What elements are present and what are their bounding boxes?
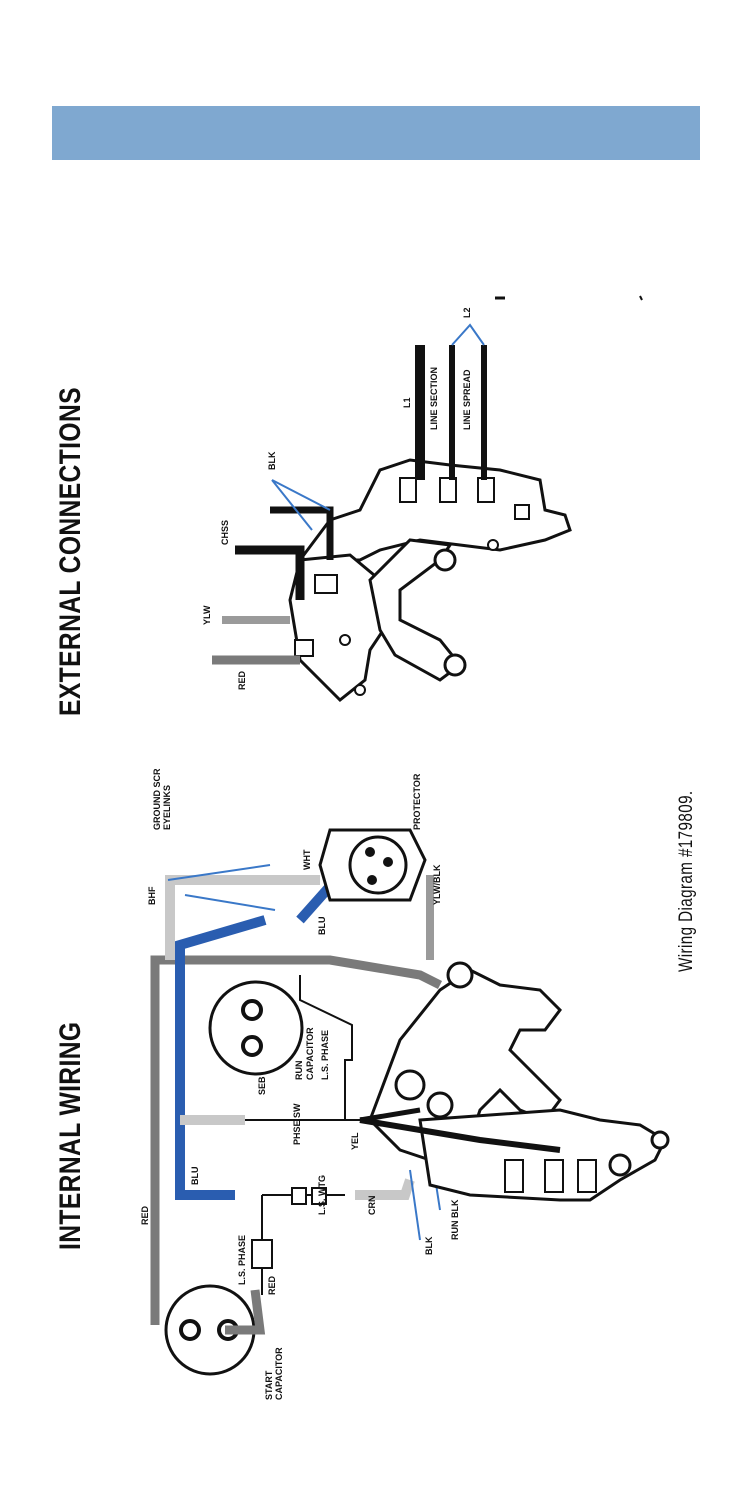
- svg-text:BLU: BLU: [190, 1167, 200, 1186]
- external-connections-diagram: L1 LINE SECTION LINE SPREAD L2 BLK CHSS …: [202, 296, 642, 700]
- svg-text:RED: RED: [140, 1205, 150, 1225]
- svg-text:YLW: YLW: [202, 605, 212, 625]
- svg-text:PHSE SW: PHSE SW: [292, 1103, 302, 1145]
- svg-text:PROTECTOR: PROTECTOR: [412, 773, 422, 830]
- svg-text:CAPACITOR: CAPACITOR: [305, 1027, 315, 1080]
- svg-text:L2: L2: [462, 307, 472, 318]
- svg-text:EYELINKS: EYELINKS: [162, 785, 172, 830]
- svg-text:SEB: SEB: [257, 1076, 267, 1095]
- svg-text:START: START: [264, 1370, 274, 1400]
- svg-text:BLK: BLK: [424, 1236, 434, 1255]
- svg-text:YEL: YEL: [350, 1132, 360, 1150]
- svg-text:YLW/BLK: YLW/BLK: [432, 864, 442, 905]
- svg-text:RED: RED: [237, 670, 247, 690]
- resistor-symbol: [252, 1188, 326, 1268]
- protector-icon: [320, 830, 425, 900]
- svg-text:CRN: CRN: [367, 1196, 377, 1216]
- internal-wiring-diagram: RED L.S. PHASE RED START CAPACITOR BLU L…: [140, 768, 668, 1400]
- switch-icon: [360, 963, 668, 1200]
- svg-text:GROUND SCR: GROUND SCR: [152, 768, 162, 830]
- svg-text:LINE SECTION: LINE SECTION: [429, 367, 439, 430]
- svg-text:L.S. PHASE: L.S. PHASE: [237, 1235, 247, 1285]
- svg-text:RUN: RUN: [294, 1061, 304, 1081]
- svg-text:L1: L1: [402, 397, 412, 408]
- svg-text:L.S. WTG: L.S. WTG: [317, 1175, 327, 1215]
- svg-text:BLK: BLK: [267, 451, 277, 470]
- svg-text:CHSS: CHSS: [220, 520, 230, 545]
- svg-text:LINE SPREAD: LINE SPREAD: [462, 369, 472, 430]
- svg-text:L.S. PHASE: L.S. PHASE: [320, 1030, 330, 1080]
- run-capacitor-icon: [210, 982, 302, 1074]
- svg-text:RED: RED: [267, 1275, 277, 1295]
- svg-text:BLU: BLU: [317, 917, 327, 936]
- svg-text:WHT: WHT: [302, 849, 312, 870]
- terminal-board-icon: [290, 460, 570, 700]
- svg-text:BHF: BHF: [147, 886, 157, 905]
- svg-text:CAPACITOR: CAPACITOR: [274, 1347, 284, 1400]
- svg-text:RUN BLK: RUN BLK: [450, 1199, 460, 1240]
